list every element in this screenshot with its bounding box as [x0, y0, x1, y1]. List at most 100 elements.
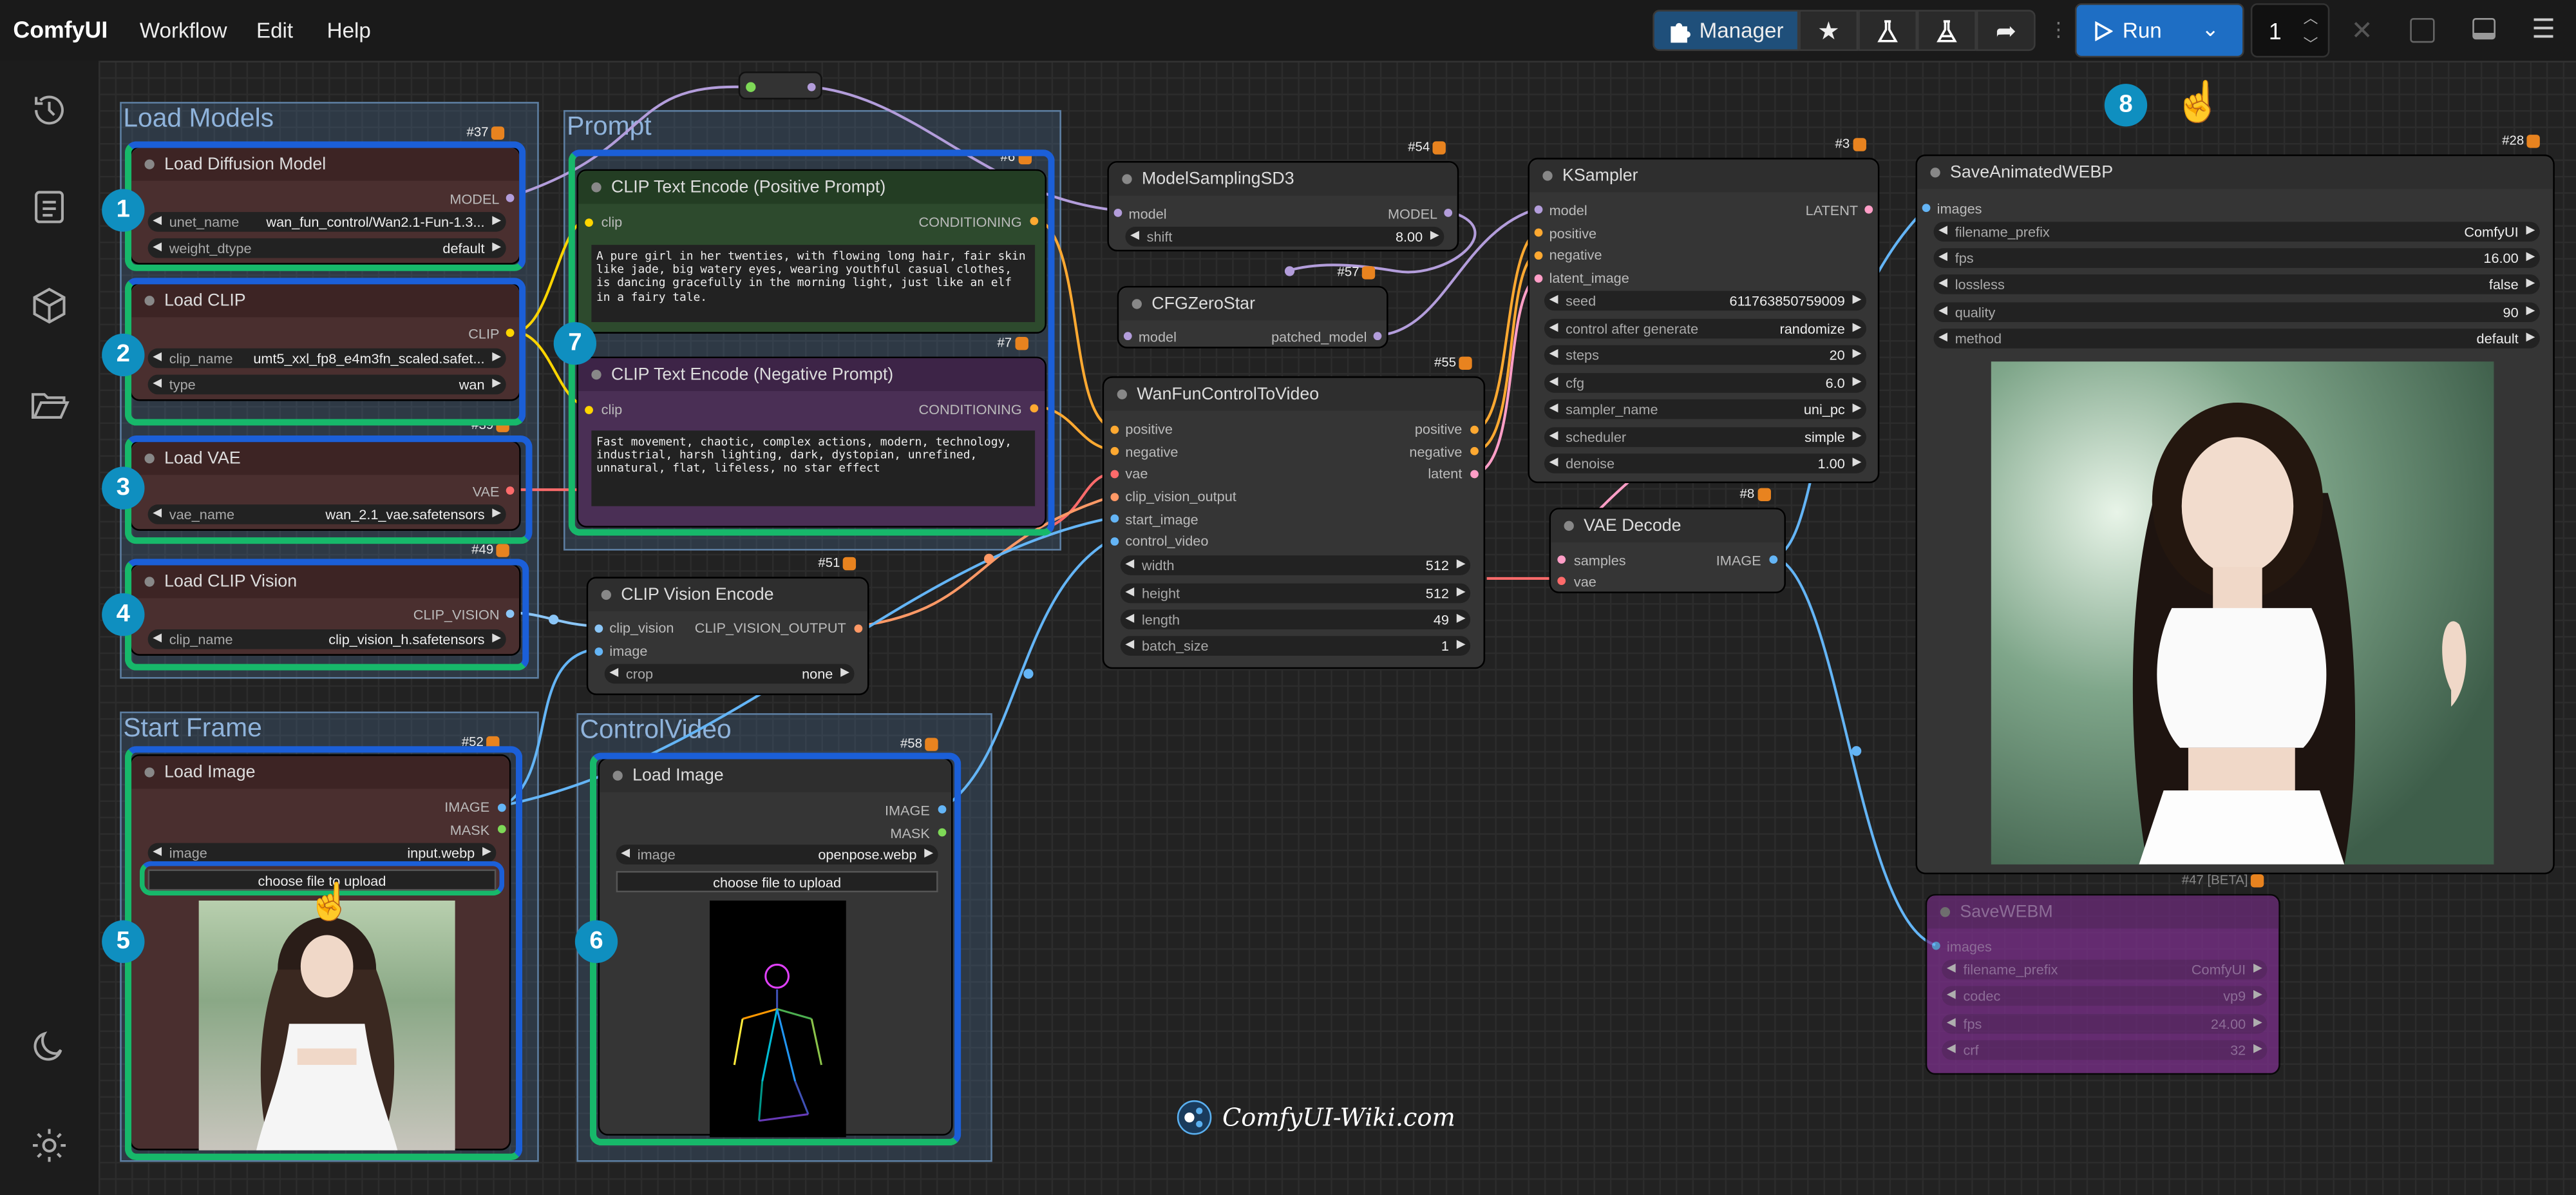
output-vae-socket[interactable] [506, 486, 515, 495]
app-logo[interactable]: ComfyUI [13, 16, 108, 43]
scheduler-widget[interactable]: scheduler simple [1544, 427, 1866, 447]
output-clip-vision-output-socket[interactable] [854, 624, 863, 633]
node-load-clip[interactable]: Load CLIP CLIP clip_name umt5_xxl_fp8_e4… [129, 282, 521, 401]
fps-widget[interactable]: fps 24.00 [1942, 1013, 2268, 1034]
node-load-diffusion-model[interactable]: Load Diffusion Model MODEL unet_name wan… [129, 146, 521, 265]
node-clip-text-encode-positive[interactable]: CLIP Text Encode (Positive Prompt) clip … [576, 169, 1046, 334]
input-clip-vision-socket[interactable] [594, 624, 603, 633]
favorites-button[interactable]: ★ [1799, 10, 1859, 52]
method-widget[interactable]: method default [1933, 329, 2540, 349]
run-options-chevron-icon[interactable]: ⌄ [2201, 16, 2220, 41]
node-ksampler[interactable]: KSampler model positive negative latent_… [1528, 157, 1880, 483]
hamburger-menu-icon[interactable]: ☰ [2532, 16, 2555, 44]
input-vae-socket[interactable] [1557, 577, 1566, 586]
folder-open-icon[interactable] [28, 383, 70, 425]
queue-count-input[interactable]: 1 ︿ ﹀ [2250, 3, 2330, 58]
output-clip-socket[interactable] [506, 329, 515, 337]
node-load-vae[interactable]: Load VAE VAE vae_name wan_2.1_vae.safete… [129, 440, 521, 531]
input-negative-socket[interactable] [1110, 446, 1119, 455]
input-clip-socket[interactable] [585, 218, 593, 227]
increment-chevron-icon[interactable]: ︿ [2303, 10, 2318, 26]
gear-icon[interactable] [28, 1124, 70, 1167]
weight-dtype-widget[interactable]: weight_dtype default [147, 238, 506, 258]
manager-button[interactable]: Manager [1653, 10, 1799, 52]
negative-prompt-textarea[interactable]: Fast movement, chaotic, complex actions,… [591, 430, 1036, 506]
input-images-socket[interactable] [1922, 204, 1931, 213]
output-model-socket[interactable] [506, 194, 515, 202]
input-start-image-socket[interactable] [1110, 514, 1119, 523]
clip-type-widget[interactable]: type wan [147, 374, 506, 395]
input-images-socket[interactable] [1931, 941, 1940, 950]
model-install-button[interactable] [1917, 10, 1976, 52]
cube-icon[interactable] [28, 284, 70, 327]
queue-list-icon[interactable] [28, 186, 70, 228]
width-widget[interactable]: width 512 [1120, 555, 1471, 575]
model-manager-button[interactable] [1858, 10, 1918, 52]
crop-widget[interactable]: crop none [604, 664, 855, 684]
run-button[interactable]: Run [2074, 3, 2244, 58]
output-conditioning-socket[interactable] [1030, 216, 1039, 225]
crf-widget[interactable]: crf 32 [1942, 1040, 2268, 1060]
cfg-widget[interactable]: cfg 6.0 [1544, 373, 1866, 393]
input-vae-socket[interactable] [1110, 470, 1119, 479]
input-control-video-socket[interactable] [1110, 537, 1119, 546]
input-image-socket[interactable] [594, 647, 603, 656]
node-clip-vision-encode[interactable]: CLIP Vision Encode clip_vision CLIP_VISI… [586, 577, 869, 696]
menu-edit[interactable]: Edit [256, 18, 294, 43]
menu-workflow[interactable]: Workflow [139, 18, 227, 43]
length-widget[interactable]: length 49 [1120, 609, 1471, 630]
output-image-socket[interactable] [497, 803, 506, 812]
input-clip-vision-output-socket[interactable] [1110, 493, 1119, 502]
history-icon[interactable] [28, 89, 70, 131]
sampler-name-widget[interactable]: sampler_name uni_pc [1544, 399, 1866, 419]
image-select-widget[interactable]: image input.webp [147, 843, 497, 863]
positive-prompt-textarea[interactable]: A pure girl in her twenties, with flowin… [591, 245, 1036, 322]
input-clip-socket[interactable] [585, 406, 593, 414]
node-load-clip-vision[interactable]: Load CLIP Vision CLIP_VISION clip_name c… [129, 563, 521, 656]
output-clip-vision-socket[interactable] [506, 609, 515, 618]
node-model-sampling-sd3[interactable]: ModelSamplingSD3 model MODEL shift 8.00 [1107, 160, 1459, 252]
output-patched-model-socket[interactable] [1373, 332, 1382, 341]
output-image-socket[interactable] [938, 805, 947, 814]
clip-name-widget[interactable]: clip_name umt5_xxl_fp8_e4m3fn_scaled.saf… [147, 348, 506, 368]
node-load-image-control[interactable]: Load Image IMAGE MASK image openpose.web… [598, 758, 953, 1138]
node-load-image-start[interactable]: Load Image IMAGE MASK image input.webp c… [129, 754, 511, 1151]
lossless-toggle[interactable]: lossless false [1933, 274, 2540, 294]
node-cfg-zero-star[interactable]: CFGZeroStar model patched_model [1117, 285, 1388, 349]
input-model-socket[interactable] [1113, 208, 1122, 217]
upload-button[interactable]: choose file to upload [147, 869, 497, 891]
vae-name-widget[interactable]: vae_name wan_2.1_vae.safetensors [147, 504, 506, 524]
clip-vision-name-widget[interactable]: clip_name clip_vision_h.safetensors [147, 629, 506, 649]
upload-button[interactable]: choose file to upload [616, 871, 938, 893]
shift-widget[interactable]: shift 8.00 [1125, 227, 1444, 247]
node-clip-text-encode-negative[interactable]: CLIP Text Encode (Negative Prompt) clip … [576, 356, 1046, 528]
output-image-socket[interactable] [1769, 555, 1778, 564]
output-mask-socket[interactable] [497, 825, 506, 834]
output-model-socket[interactable] [1444, 208, 1453, 217]
steps-widget[interactable]: steps 20 [1544, 345, 1866, 365]
image-select-widget[interactable]: image openpose.webp [616, 845, 938, 865]
input-latent-image-socket[interactable] [1534, 274, 1543, 283]
input-negative-socket[interactable] [1534, 251, 1543, 260]
input-positive-socket[interactable] [1110, 425, 1119, 434]
fps-widget[interactable]: fps 16.00 [1933, 248, 2540, 268]
control-after-generate-widget[interactable]: control after generate randomize [1544, 318, 1866, 339]
menu-help[interactable]: Help [327, 18, 371, 43]
input-samples-socket[interactable] [1557, 555, 1566, 564]
output-mask-socket[interactable] [938, 828, 947, 837]
output-negative-socket[interactable] [1470, 446, 1479, 455]
unet-name-widget[interactable]: unet_name wan_fun_control/Wan2.1-Fun-1.3… [147, 212, 506, 232]
node-save-animated-webp[interactable]: SaveAnimatedWEBP images filename_prefix … [1915, 154, 2555, 875]
share-button[interactable]: ➦ [1976, 10, 2036, 52]
bottom-panel-icon[interactable] [2472, 18, 2496, 40]
height-widget[interactable]: height 512 [1120, 583, 1471, 604]
output-conditioning-socket[interactable] [1030, 404, 1039, 413]
seed-widget[interactable]: seed 611763850759009 [1544, 291, 1866, 311]
moon-icon[interactable] [28, 1026, 70, 1068]
output-latent-socket[interactable] [1864, 205, 1873, 214]
output-positive-socket[interactable] [1470, 425, 1479, 434]
output-latent-socket[interactable] [1470, 470, 1479, 479]
close-icon[interactable]: ✕ [2351, 18, 2373, 46]
filename-prefix-widget[interactable]: filename_prefix ComfyUI [1942, 959, 2268, 980]
input-model-socket[interactable] [1534, 205, 1543, 214]
